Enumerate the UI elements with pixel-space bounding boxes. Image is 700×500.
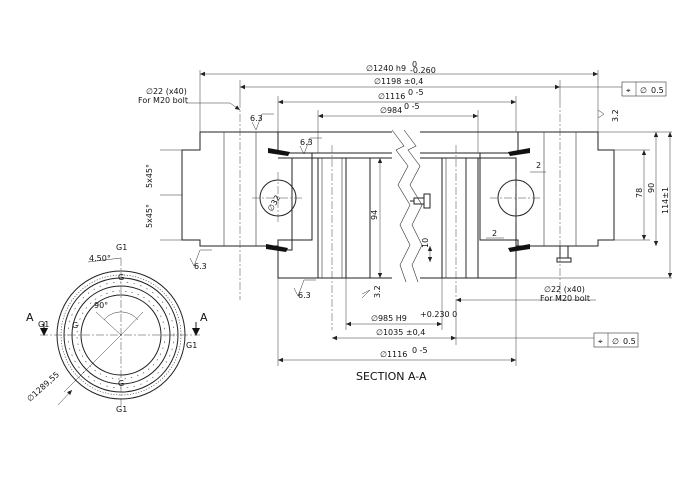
seal-top-right (508, 148, 530, 156)
inner-diameter-bottom-tol: 0 -5 (412, 346, 428, 355)
section-title: SECTION A-A (356, 370, 427, 383)
height-78-label: 78 (635, 188, 644, 198)
angle-450-label: 4.50° (89, 254, 111, 263)
dimensions (160, 70, 673, 366)
tolerance-frame-top (621, 81, 667, 97)
tolerance-top-dia: ∅ (640, 86, 647, 95)
inner-bolt-label: For M20 bolt (540, 294, 590, 303)
bolt-circle-inner-label: ∅1035 ±0,4 (376, 328, 425, 337)
seal-top-left (268, 148, 290, 156)
roughness-3: 6.3 (194, 262, 207, 271)
roughness-32-bottom: 3.2 (373, 285, 382, 298)
tolerance-bottom-symbol: ⌖ (598, 337, 603, 346)
inner-holes-label: ∅22 (x40) (544, 285, 585, 294)
g-bottom-label: G (118, 379, 124, 388)
g1-bottom-label: G1 (116, 405, 127, 414)
inner-diameter-top-label: ∅1116 (378, 92, 405, 101)
gap-2-top-label: 2 (536, 161, 541, 170)
roughness-1: 6.3 (250, 114, 263, 123)
g1-top-label: G1 (116, 243, 127, 252)
outer-tol-lower: -0.260 (410, 66, 436, 75)
outer-tol-upper: 0 (412, 60, 417, 69)
section-marker-right: A (200, 311, 208, 324)
roughness-32-top: 3.2 (611, 109, 620, 122)
height-total-label: 114±1 (661, 187, 670, 214)
ball-label: ∅32 (266, 194, 282, 213)
inner-ring-left-2 (345, 157, 371, 279)
angle-90-label: 90° (94, 301, 108, 310)
grease-nipple (410, 193, 431, 209)
roughness-2: 6.3 (300, 138, 313, 147)
g1-left-label: G1 (38, 320, 49, 329)
tolerance-frame-bottom (593, 332, 639, 348)
g-left-label: G (72, 321, 78, 330)
seal-bottom-right (508, 244, 530, 252)
inner-ring-left (277, 157, 319, 279)
bore-top-tol: 0 -5 (404, 102, 420, 111)
outer-diameter-label: ∅1240 h9 (366, 64, 406, 73)
inner-diameter-top-tol: 0 -5 (408, 88, 424, 97)
g-top-label: G (118, 273, 124, 282)
seal-bottom-left (266, 244, 288, 252)
bore-h9-label: ∅985 H9 (371, 314, 407, 323)
tolerance-bottom-dia: ∅ (612, 337, 619, 346)
tolerance-top-value: 0.5 (651, 86, 664, 95)
chamfer-bottom-label: 5x45° (145, 204, 154, 228)
outer-bolt-label: For M20 bolt (138, 96, 188, 105)
inner-ring-right (441, 157, 467, 279)
inner-ring-right-2 (477, 157, 517, 279)
plan-view (40, 257, 200, 408)
bolt-circle-outer-label: ∅1198 ±0,4 (374, 77, 423, 86)
g1-right-label: G1 (186, 341, 197, 350)
outer-holes-label: ∅22 (x40) (146, 87, 187, 96)
chamfer-top-label: 5x45° (145, 164, 154, 188)
bore-h9-tol: +0.230 0 (420, 310, 457, 319)
height-10-label: 10 (421, 238, 430, 248)
roughness-4: 6.3 (298, 291, 311, 300)
bore-top-label: ∅984 (380, 106, 402, 115)
section-marker-left: A (26, 311, 34, 324)
gap-2-bottom-label: 2 (492, 229, 497, 238)
height-90-label: 90 (647, 183, 656, 193)
bolt-bottom (556, 245, 572, 263)
tolerance-bottom-value: 0.5 (623, 337, 636, 346)
section-view (181, 100, 615, 330)
tolerance-top-symbol: ⌖ (626, 86, 631, 95)
height-94-label: 94 (370, 210, 379, 220)
circle-diameter-label: ∅1289,55 (25, 370, 61, 403)
inner-diameter-bottom-label: ∅1116 (380, 350, 407, 359)
